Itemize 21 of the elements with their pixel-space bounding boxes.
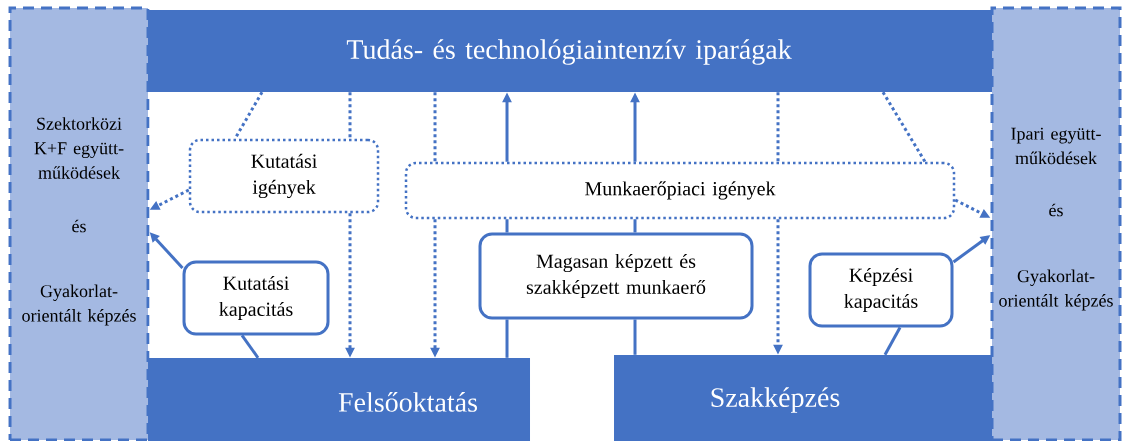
sector-band: Tudás- és technológiaintenzív iparágak [146,10,992,92]
connector-line [881,91,927,163]
dotted-box: Kutatási igények [188,138,380,214]
connector-line [240,334,260,359]
connector-line [505,219,509,233]
sector-band: Felsőoktatás [148,358,530,441]
dotted-box: Munkaerőpiaci igények [404,161,956,220]
connector-line [505,319,509,358]
rounded-box: Magasan képzett és szakképzett munkaerő [478,232,754,320]
connector-line [776,92,780,162]
rounded-box: Kutatási kapacitás [182,260,330,336]
connector-line [233,91,264,140]
connector-line [633,219,637,233]
connector-line [633,319,637,355]
connector-line [348,92,352,139]
sector-band: Szakképzés [614,355,992,441]
connector-line [883,326,902,356]
side-panel: Szektorközi K+F együtt-működések és Gyakorlat-orientált képzés [8,6,150,441]
connector-line [433,92,437,162]
side-panel: Ipari együtt-működések és Gyakorlat-orientált képzés [990,6,1122,441]
rounded-box: Képzési kapacitás [808,252,954,328]
